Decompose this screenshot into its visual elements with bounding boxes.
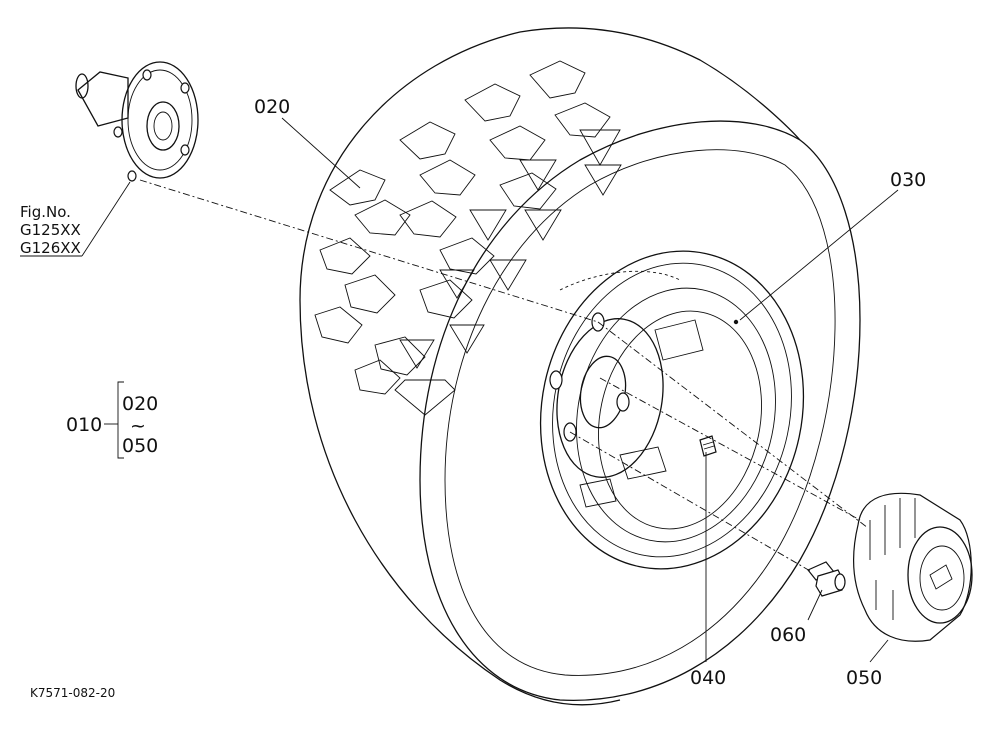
fig-ref-line-1: G125XX	[20, 221, 81, 239]
valve-drawing	[699, 435, 717, 457]
hub-drawing	[75, 61, 199, 182]
diagram-code: K7571-082-20	[30, 686, 115, 700]
callout-bolt: 060	[770, 624, 806, 646]
callout-hub-cap: 050	[846, 667, 882, 689]
tire-tread	[314, 60, 622, 416]
assembly-range-to: 050	[122, 435, 158, 457]
callout-tire: 020	[254, 96, 290, 118]
bolt-drawing	[807, 561, 846, 597]
assembly-number: 010	[66, 414, 102, 436]
center-axis-lines	[139, 179, 869, 573]
fig-ref-title: Fig.No.	[20, 203, 71, 221]
fig-ref-line-2: G126XX	[20, 239, 81, 257]
assembly-range-from: 020	[122, 393, 158, 415]
callout-wheel-rim: 030	[890, 169, 926, 191]
assembly-range-sep: ~	[130, 415, 146, 437]
hub-cap-drawing	[852, 492, 973, 642]
callout-valve: 040	[690, 667, 726, 689]
rim-callout-dot	[733, 319, 739, 325]
tire-drawing	[299, 27, 861, 706]
wheel-rim-drawing	[539, 250, 805, 570]
leader-lines	[20, 117, 899, 663]
